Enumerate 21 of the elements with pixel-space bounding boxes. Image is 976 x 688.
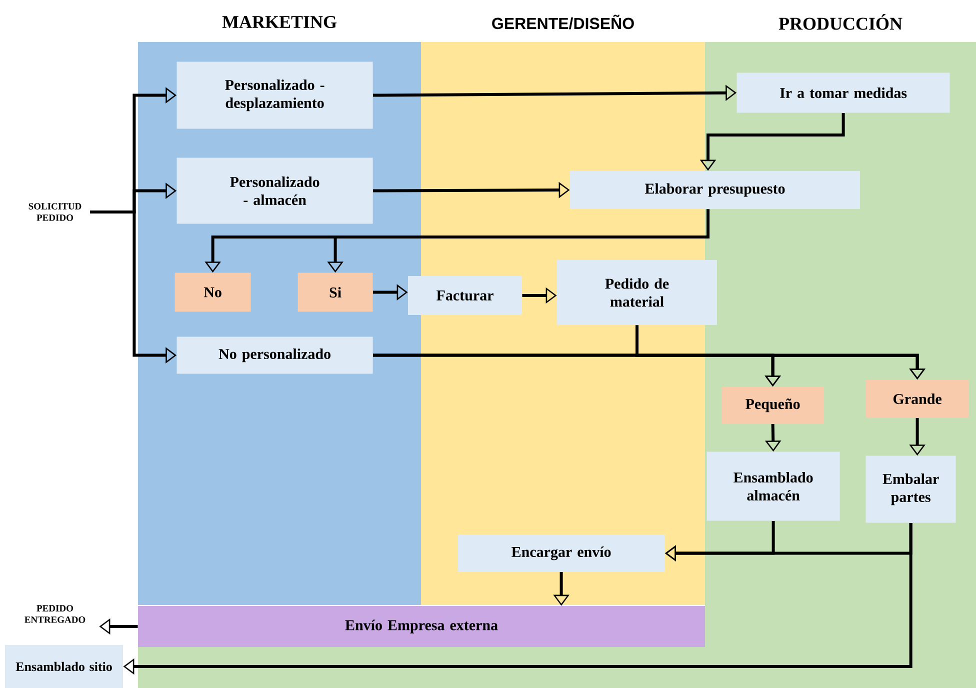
process-box: Grande [866,380,969,418]
process-box: Embalar partes [866,456,956,523]
process-box: Elaborar presupuesto [570,171,860,209]
node-label: GERENTE/DISEÑO [492,14,634,30]
process-band: Envío Empresa externa [138,606,705,647]
process-box: Encargar envío [458,534,665,572]
node-label: PRODUCCIÓN [778,14,902,30]
flow-label: PEDIDO ENTREGADO [24,605,86,623]
process-box: Ensamblado sitio [5,645,123,688]
process-box: No personalizado [176,336,373,374]
process-box: Personalizado - desplazamiento [176,62,373,129]
process-box: Ir a tomar medidas [736,72,950,113]
process-box: Personalizado - almacén [176,158,373,224]
process-box: Si [298,272,373,312]
process-box: Facturar [408,276,522,315]
process-box: Ensamblado almacén [706,452,840,521]
node-label: MARKETING [222,16,337,28]
process-box: Pequeño [722,386,824,424]
process-box: No [174,272,251,312]
flow-label: SOLICITUD PEDIDO [28,203,82,221]
process-box: Pedido de material [557,260,718,325]
